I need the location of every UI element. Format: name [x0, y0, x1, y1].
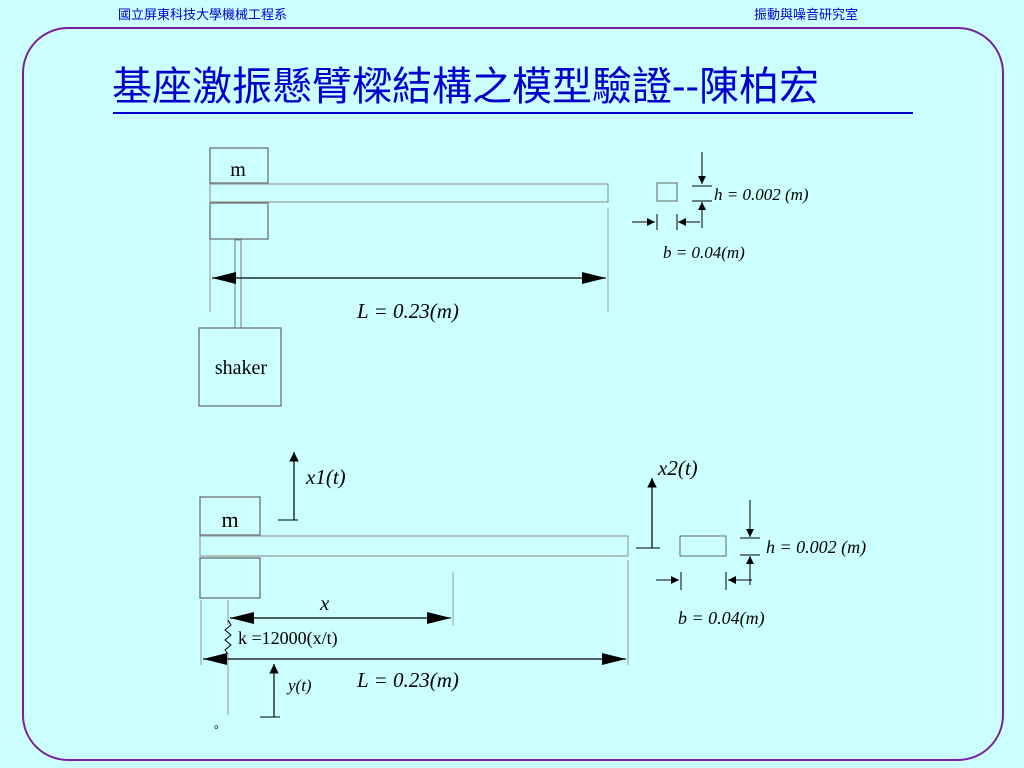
bottom-diagram: x1(t) x2(t) m x k =12000(x/t) L = 0.23(m… [199, 452, 866, 731]
bottom-mass-label: m [221, 507, 238, 532]
bottom-mass-upper [199, 496, 261, 536]
shaker-label: shaker [215, 357, 268, 379]
shaker-rod [234, 239, 242, 329]
top-height-label: h = 0.002 (m) [714, 185, 809, 204]
shaker-box [198, 327, 282, 407]
slide-title: 基座激振懸臂樑結構之模型驗證--陳柏宏 [112, 64, 820, 110]
header-right: 振動與噪音研究室 [754, 8, 859, 23]
top-cross-section [656, 182, 678, 202]
top-mass-label: m [230, 159, 246, 181]
x-position-label: x [319, 591, 330, 615]
bottom-length-label: L = 0.23(m) [356, 668, 459, 692]
y-label: y(t) [286, 676, 312, 695]
top-mass-upper [209, 147, 269, 184]
top-beam [209, 183, 609, 203]
top-length-label: L = 0.23(m) [356, 299, 459, 323]
bottom-height-label: h = 0.002 (m) [766, 537, 866, 558]
bottom-beam [199, 535, 629, 557]
top-width-label: b = 0.04(m) [663, 243, 745, 262]
bottom-mass-lower [199, 557, 261, 599]
bottom-width-label: b = 0.04(m) [678, 608, 765, 629]
spring-label: k =12000(x/t) [238, 628, 338, 649]
bottom-cross-section [679, 535, 727, 557]
x1-label: x1(t) [305, 465, 346, 489]
top-diagram: m shaker L = 0.23(m) h = 0.002 (m) b = 0… [198, 147, 809, 407]
base-mark: 。 [214, 717, 226, 731]
slide-frame [22, 27, 1004, 761]
x2-label: x2(t) [657, 456, 698, 480]
top-mass-lower [209, 202, 269, 240]
spring-icon [224, 619, 232, 655]
title-underline [113, 112, 913, 114]
header-left: 國立屏東科技大學機械工程系 [118, 8, 288, 23]
